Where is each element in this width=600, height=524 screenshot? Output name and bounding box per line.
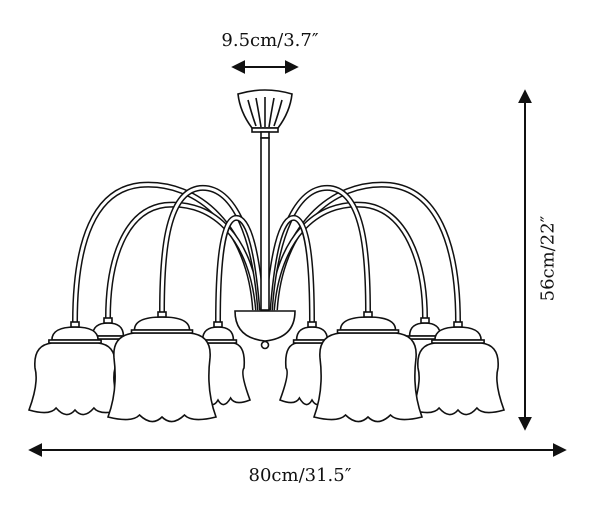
arm [268,186,370,313]
arm [266,216,314,323]
width-label: 80cm/31.5″ [248,465,352,486]
shades [27,311,506,423]
glass-shade [106,311,218,423]
arm [270,203,427,319]
height-label: 56cm/22″ [537,215,559,302]
canopy [237,89,293,139]
glass-shade [410,321,506,416]
stem [260,137,270,311]
arm [160,186,262,313]
top-diameter-label: 9.5cm/3.7″ [221,30,319,51]
glass-shade [27,321,123,416]
arm [216,216,264,323]
arm [105,201,261,319]
glass-shade [312,311,424,423]
arm [106,203,260,319]
body-bowl [234,310,296,350]
arms [72,181,461,323]
arm [269,201,428,319]
